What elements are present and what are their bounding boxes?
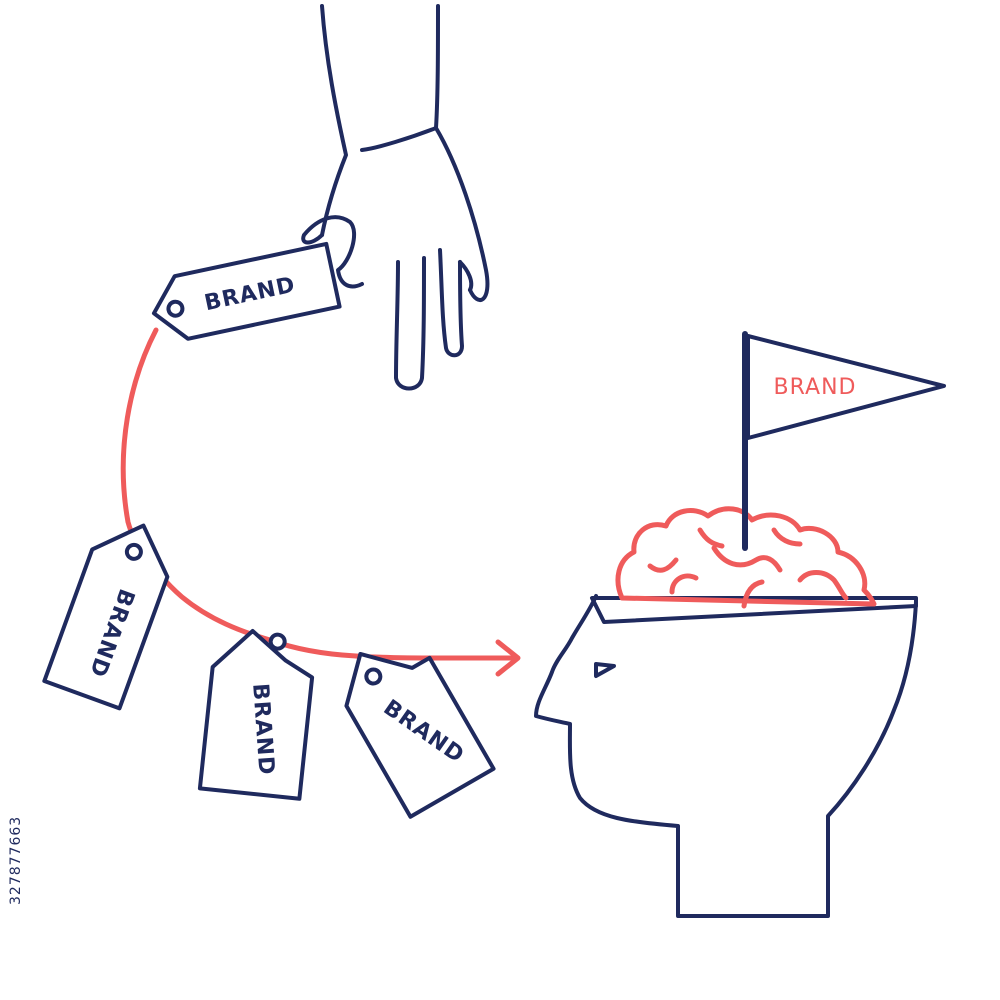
arrow-right-icon	[427, 639, 521, 677]
brand-flag: BRAND	[742, 331, 946, 551]
head-icon	[534, 594, 918, 918]
hand-icon	[301, 4, 490, 391]
brand-tag-4: BRAND	[344, 651, 496, 819]
brand-tag-2: BRAND	[42, 523, 170, 711]
brand-tag-held: BRAND	[151, 241, 342, 341]
brand-tag-3: BRAND	[197, 628, 315, 801]
flag-label: BRAND	[774, 375, 857, 400]
tag-string	[120, 327, 443, 661]
brain-icon	[615, 506, 877, 609]
stock-id-text: 327877663	[8, 815, 24, 905]
